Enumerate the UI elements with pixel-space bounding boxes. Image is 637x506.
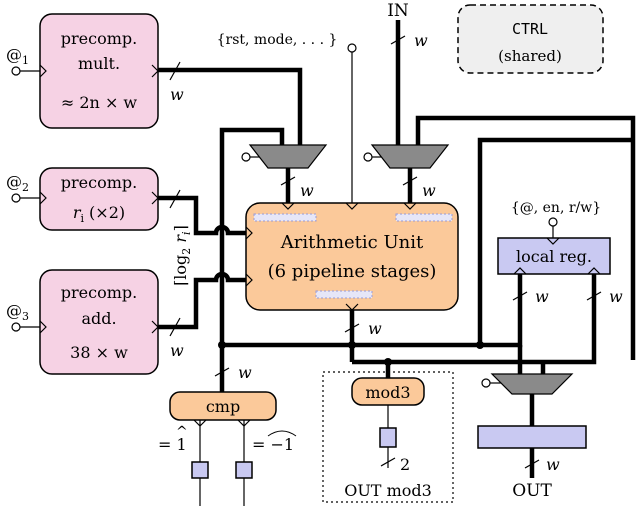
arithmetic-unit: Arithmetic Unit (6 pipeline stages) bbox=[245, 202, 459, 311]
mod3-label: mod3 bbox=[365, 383, 410, 402]
ctrl-subtitle: (shared) bbox=[498, 47, 562, 65]
cmp-block: cmp bbox=[169, 391, 277, 427]
arith-unit-line2: (6 pipeline stages) bbox=[268, 261, 437, 282]
addr2-port bbox=[11, 193, 21, 203]
in-label: IN bbox=[387, 1, 409, 21]
local-reg-signals-port bbox=[548, 217, 558, 227]
eq-one-label: = 1 bbox=[158, 435, 187, 454]
cmp-label: cmp bbox=[206, 397, 240, 416]
ctrl-title: CTRL bbox=[512, 20, 548, 38]
mux-1 bbox=[241, 144, 328, 169]
address-ports: @1 @2 @3 bbox=[6, 45, 29, 332]
memory-add-line1: precomp. bbox=[61, 283, 137, 302]
addr1-port bbox=[11, 66, 21, 76]
wire-ri-to-au bbox=[158, 195, 246, 236]
control-signals-label: {rst, mode, . . . } bbox=[217, 32, 338, 48]
width-w-mux2: w bbox=[422, 181, 436, 200]
wire-add-to-au bbox=[158, 271, 246, 330]
output-register bbox=[477, 425, 587, 449]
cmp-reg-1 bbox=[191, 461, 209, 479]
wire-bus-up bbox=[477, 137, 633, 345]
memory-ri-line2: ri(×2) bbox=[73, 203, 125, 225]
eq-one-hat: ^ bbox=[176, 424, 188, 440]
out-mod3-label: OUT mod3 bbox=[344, 481, 432, 500]
junction-dot bbox=[384, 358, 392, 366]
addr3-label: @3 bbox=[6, 301, 29, 323]
mux-2 bbox=[363, 144, 450, 169]
addr1-label: @1 bbox=[6, 45, 29, 67]
wire-feedback-to-mux2 bbox=[415, 115, 636, 360]
width-w-add: w bbox=[170, 341, 184, 360]
wire-mult-to-mux1 bbox=[158, 67, 303, 145]
arith-unit-line1: Arithmetic Unit bbox=[280, 232, 424, 253]
memory-ri: precomp. ri(×2) bbox=[39, 167, 159, 231]
addr3-port bbox=[11, 322, 21, 332]
ctrl-block: CTRL (shared) bbox=[457, 4, 604, 74]
width-w-au: w bbox=[368, 319, 382, 338]
width-w-cmp: w bbox=[238, 363, 252, 382]
width-w-localreg1: w bbox=[535, 287, 549, 306]
memory-mult-line1: precomp. bbox=[61, 29, 137, 48]
local-reg-label: local reg. bbox=[516, 247, 592, 266]
memory-add-line3: 38 × w bbox=[70, 343, 128, 362]
local-register: local reg. bbox=[497, 237, 611, 275]
local-reg-signals-label: {@, en, r/w} bbox=[511, 200, 601, 216]
memory-add-line2: add. bbox=[81, 309, 116, 328]
memory-mult-line2: mult. bbox=[78, 54, 120, 73]
memory-mult: precomp. mult. ≈ 2n × w bbox=[39, 13, 159, 129]
wire-loop-to-mux1 bbox=[219, 127, 285, 345]
width-annotations: w w w w ⌈log2 ri⌉ w w w w w 2 w bbox=[169, 31, 623, 474]
width-w-out: w bbox=[546, 455, 560, 474]
width-log: ⌈log2 ri⌉ bbox=[171, 225, 193, 286]
eq-minus-one-label: = −1 bbox=[252, 435, 294, 454]
wire-localreg-out1 bbox=[480, 274, 523, 348]
out-label: OUT bbox=[512, 481, 552, 501]
junction-dot bbox=[218, 341, 226, 349]
junctions bbox=[218, 341, 484, 366]
wires bbox=[20, 20, 636, 506]
memory-mult-line3: ≈ 2n × w bbox=[61, 93, 138, 112]
width-w-in: w bbox=[414, 31, 428, 50]
width-w-localreg2: w bbox=[609, 287, 623, 306]
width-two-mod3: 2 bbox=[400, 455, 410, 474]
control-signals-port bbox=[347, 43, 357, 53]
wire-localreg-out2 bbox=[543, 274, 597, 365]
mod3-group: mod3 OUT mod3 bbox=[322, 371, 454, 503]
mux-3 bbox=[481, 373, 574, 395]
width-w-mult: w bbox=[170, 85, 184, 104]
memory-ri-line1: precomp. bbox=[61, 173, 137, 192]
junction-dot bbox=[348, 341, 356, 349]
cmp-reg-2 bbox=[235, 461, 253, 479]
junction-dot bbox=[476, 341, 484, 349]
width-w-mux1: w bbox=[300, 181, 314, 200]
memory-add: precomp. add. 38 × w bbox=[39, 269, 159, 375]
eq-minus-one-hat bbox=[267, 430, 297, 437]
addr2-label: @2 bbox=[6, 172, 29, 194]
mod3-reg bbox=[379, 427, 397, 448]
